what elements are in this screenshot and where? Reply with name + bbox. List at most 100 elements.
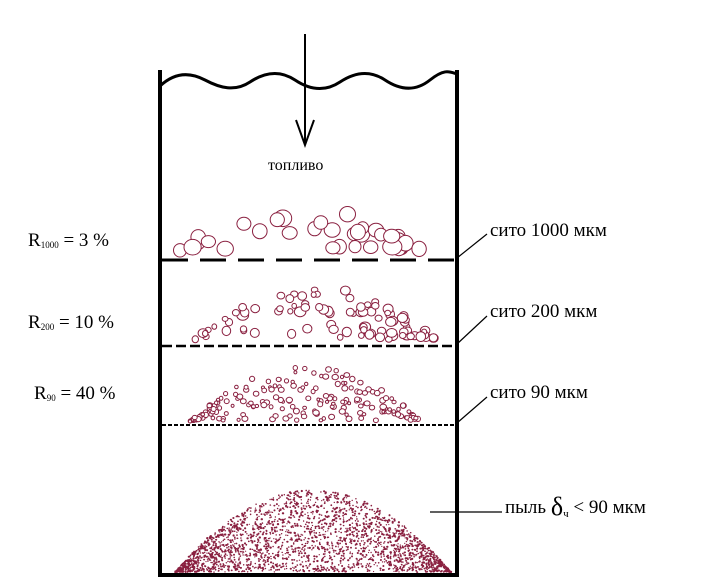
dust-particle [225,544,228,547]
dust-particle [269,504,272,506]
dust-particle [335,520,338,523]
dust-particle [339,518,342,520]
dust-particle [310,492,313,495]
dust-particle [229,556,232,558]
dust-particle [362,534,364,536]
dust-particle [207,560,209,562]
dust-particle [374,562,377,564]
dust-particle [219,563,222,565]
dust-particle [340,554,343,557]
dust-particle [235,550,237,553]
dust-particle [289,513,293,516]
dust-particle [361,530,364,533]
dust-particle [373,570,375,573]
dust-particle [374,550,377,553]
dust-particle [200,569,203,571]
dust-particle [220,554,222,556]
dust-particle [391,521,394,524]
dust-particle [366,563,369,565]
dust-particle [393,564,395,566]
dust-particle [405,563,407,565]
dust-particle [307,554,310,557]
dust-particle [351,555,353,558]
fine-particle [254,403,260,409]
dust-particle [259,530,262,533]
dust-particle [356,562,360,565]
dust-particle [352,534,355,537]
fine-particle [343,372,351,378]
dust-particle [424,550,426,553]
dust-particle [324,530,327,533]
dust-particle [264,543,266,545]
dust-particle [279,547,282,550]
dust-particle [386,531,388,533]
dust-particle [264,565,266,567]
dust-particle [382,553,385,556]
dust-particle [409,532,412,534]
dust-particle [218,534,221,537]
dust-particle [236,515,239,518]
fine-particle [294,417,300,423]
dust-particle [373,546,375,549]
dust-particle [359,524,361,526]
dust-particle [336,493,339,496]
dust-particle [362,523,365,526]
dust-particle [258,566,261,568]
dust-particle [217,567,220,570]
dust-particle [189,566,192,569]
dust-particle [438,570,440,572]
dust-particle [383,546,386,549]
dust-particle [353,530,355,533]
dust-particle [253,531,256,534]
dust-particle [366,570,369,572]
dust-particle [440,570,443,573]
dust-particle [343,496,346,499]
dust-particle [249,564,252,566]
dust-particle [370,540,373,543]
dust-particle [332,491,334,494]
dust-particle [238,544,240,547]
dust-particle [382,517,385,520]
dust-particle [296,547,299,549]
dust-particle [224,557,226,559]
dust-particle [308,489,310,492]
dust-particle [301,534,304,536]
dust-particle [387,536,390,539]
dust-particle [277,551,280,554]
dust-particle [344,542,347,545]
dust-particle [285,562,288,564]
dust-particle [376,543,379,545]
fine-particle [300,413,308,420]
dust-particle [339,542,341,545]
dust-particle [276,498,278,501]
fine-particle [292,407,300,415]
dust-particle [285,530,287,533]
dust-particle [295,569,298,572]
dust-particle [215,559,218,561]
dust-particle [355,498,357,500]
dust-particle [347,559,350,562]
dust-particle [394,570,397,572]
dust-particle [339,548,342,551]
dust-particle [225,565,227,567]
dust-particle [349,529,352,532]
dust-particle [345,549,348,551]
dust-particle [221,533,224,536]
dust-particle [293,567,295,569]
dust-particle [430,553,433,556]
dust-particle [298,570,300,572]
dust-particle [413,553,415,556]
dust-particle [269,546,272,549]
dust-particle [410,557,414,561]
dust-particle [378,541,380,544]
dust-particle [344,531,346,533]
dust-particle [227,533,231,536]
fine-particle [413,415,419,421]
dust-particle [289,554,292,556]
dust-particle [233,553,235,556]
dust-particle [303,526,306,528]
dust-particle [270,522,272,525]
dust-particle [374,535,376,537]
fuel-surface-wave [158,70,458,90]
dust-particle [379,559,382,561]
